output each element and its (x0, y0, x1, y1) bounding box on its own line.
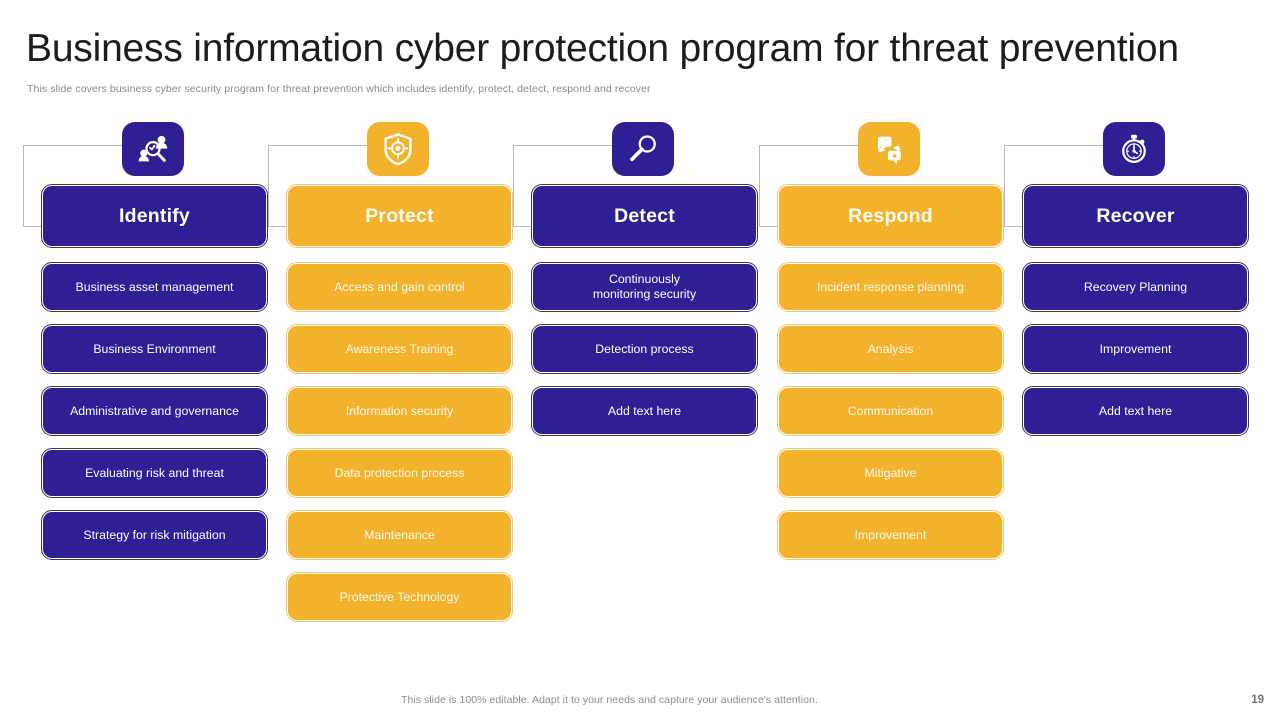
pillar-item-card[interactable]: Mitigative (777, 448, 1004, 498)
pillar-header-card-recover[interactable]: Recover (1022, 184, 1249, 248)
pillar-item-card[interactable]: Add text here (531, 386, 758, 436)
pillar-item-card[interactable]: Strategy for risk mitigation (41, 510, 268, 560)
pillar-header-card-identify[interactable]: Identify (41, 184, 268, 248)
pillar-header-label: Detect (533, 186, 756, 246)
pillar-item-card[interactable]: Add text here (1022, 386, 1249, 436)
pillar-header-card-detect[interactable]: Detect (531, 184, 758, 248)
pillar-header-label: Identify (43, 186, 266, 246)
pillar-item-label: Add text here (1024, 388, 1247, 434)
pillar-item-label: Improvement (779, 512, 1002, 558)
pillar-item-card[interactable]: Improvement (1022, 324, 1249, 374)
pillar-item-card[interactable]: Incident response planning (777, 262, 1004, 312)
pillar-item-label: Access and gain control (288, 264, 511, 310)
footer-note: This slide is 100% editable. Adapt it to… (401, 694, 818, 706)
people-search-icon (122, 122, 184, 176)
pillar-item-label: Incident response planning (779, 264, 1002, 310)
magnifier-icon (612, 122, 674, 176)
pillar-item-card[interactable]: Recovery Planning (1022, 262, 1249, 312)
pillar-item-label: Awareness Training (288, 326, 511, 372)
pillar-item-card[interactable]: Business asset management (41, 262, 268, 312)
chat-bubbles-icon: ? (858, 122, 920, 176)
pillar-item-label: Information security (288, 388, 511, 434)
pillar-item-label: Add text here (533, 388, 756, 434)
pillar-item-label: Continuously monitoring security (533, 264, 756, 310)
pillar-item-label: Improvement (1024, 326, 1247, 372)
pillar-item-card[interactable]: Analysis (777, 324, 1004, 374)
pillar-item-card[interactable]: Maintenance (286, 510, 513, 560)
pillar-item-label: Maintenance (288, 512, 511, 558)
stopwatch-icon (1103, 122, 1165, 176)
page-number: 19 (1251, 694, 1264, 706)
pillar-header-label: Protect (288, 186, 511, 246)
pillar-header-label: Recover (1024, 186, 1247, 246)
pillar-item-card[interactable]: Information security (286, 386, 513, 436)
shield-target-icon (367, 122, 429, 176)
pillar-item-card[interactable]: Business Environment (41, 324, 268, 374)
pillar-item-card[interactable]: Awareness Training (286, 324, 513, 374)
pillar-item-label: Analysis (779, 326, 1002, 372)
pillar-item-card[interactable]: Access and gain control (286, 262, 513, 312)
pillar-item-label: Protective Technology (288, 574, 511, 620)
pillar-item-label: Strategy for risk mitigation (43, 512, 266, 558)
page-subtitle: This slide covers business cyber securit… (27, 83, 651, 95)
pillar-item-card[interactable]: Data protection process (286, 448, 513, 498)
svg-text:?: ? (882, 137, 887, 146)
pillar-header-label: Respond (779, 186, 1002, 246)
pillar-item-label: Business asset management (43, 264, 266, 310)
pillar-item-card[interactable]: Improvement (777, 510, 1004, 560)
pillar-item-label: Communication (779, 388, 1002, 434)
pillar-item-card[interactable]: Evaluating risk and threat (41, 448, 268, 498)
pillar-item-card[interactable]: Communication (777, 386, 1004, 436)
pillar-item-label: Administrative and governance (43, 388, 266, 434)
pillar-item-label: Data protection process (288, 450, 511, 496)
pillar-header-card-protect[interactable]: Protect (286, 184, 513, 248)
pillar-item-label: Mitigative (779, 450, 1002, 496)
pillar-item-card[interactable]: Administrative and governance (41, 386, 268, 436)
pillar-item-label: Business Environment (43, 326, 266, 372)
pillar-item-label: Detection process (533, 326, 756, 372)
pillar-item-card[interactable]: Protective Technology (286, 572, 513, 622)
pillar-item-label: Evaluating risk and threat (43, 450, 266, 496)
pillar-header-card-respond[interactable]: Respond (777, 184, 1004, 248)
page-title: Business information cyber protection pr… (26, 27, 1179, 70)
pillar-item-card[interactable]: Continuously monitoring security (531, 262, 758, 312)
pillar-item-card[interactable]: Detection process (531, 324, 758, 374)
pillar-item-label: Recovery Planning (1024, 264, 1247, 310)
